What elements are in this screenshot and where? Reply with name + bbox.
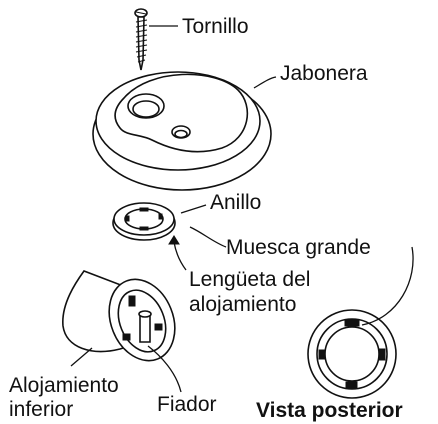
screw (134, 8, 148, 71)
alojamiento-leader (70, 347, 93, 367)
label-muesca-grande: Muesca grande (226, 236, 371, 259)
rear-view (307, 309, 397, 399)
anillo-leader (180, 204, 207, 214)
fiador-leader (147, 345, 182, 393)
lower-housing (62, 270, 176, 362)
ring (112, 202, 176, 241)
label-lengueta-line2: alojamiento (189, 293, 296, 316)
tab-arrowhead (168, 235, 180, 245)
label-lengueta-line1: Lengüeta del (189, 268, 310, 291)
muesca-leader (189, 226, 414, 326)
label-alojamiento-line2: inferior (9, 398, 73, 421)
label-anillo: Anillo (210, 191, 261, 214)
soap-dish (92, 71, 272, 191)
label-jabonera: Jabonera (280, 62, 368, 85)
label-alojamiento-line1: Alojamiento (9, 374, 119, 397)
label-fiador: Fiador (157, 393, 217, 416)
jabonera-leader (253, 76, 277, 89)
tab-arrow (173, 241, 187, 271)
label-vista-posterior: Vista posterior (256, 399, 403, 422)
label-tornillo: Tornillo (182, 15, 249, 38)
